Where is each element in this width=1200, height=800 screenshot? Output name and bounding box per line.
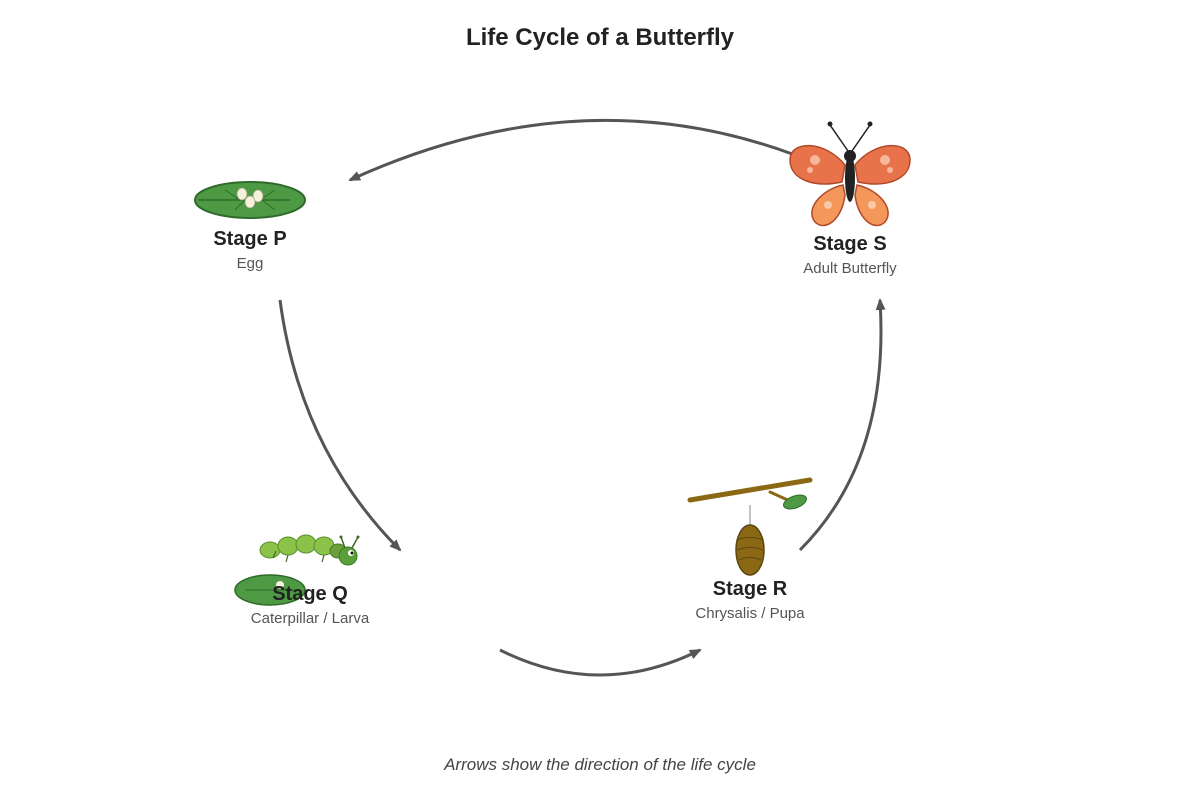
stage-q: Stage Q Caterpillar / Larva [234,534,370,627]
arrow-r-to-s [798,298,886,552]
footer-caption: Arrows show the direction of the life cy… [443,755,756,774]
stage-p: Stage P Egg [194,181,306,272]
stage-s: Stage S Adult Butterfly [789,121,911,277]
caterpillar-icon [234,534,360,606]
butterfly-icon [789,121,911,227]
stage-r: Stage R Chrysalis / Pupa [687,477,813,622]
cycle-arrows [278,118,886,677]
page-title: Life Cycle of a Butterfly [466,24,735,51]
stage-s-description: Adult Butterfly [803,260,897,277]
stage-q-name: Stage Q [272,583,348,605]
arrow-p-to-q [278,299,402,552]
arrow-q-to-r [499,648,702,677]
stage-p-name: Stage P [213,228,286,250]
egg-on-leaf-icon [194,181,306,219]
arrow-s-to-p [348,118,796,182]
stage-s-name: Stage S [813,233,886,255]
stage-q-description: Caterpillar / Larva [251,610,370,627]
stage-r-name: Stage R [713,578,788,600]
stage-r-description: Chrysalis / Pupa [695,605,805,622]
stage-p-description: Egg [237,255,264,272]
chrysalis-icon [687,477,813,576]
